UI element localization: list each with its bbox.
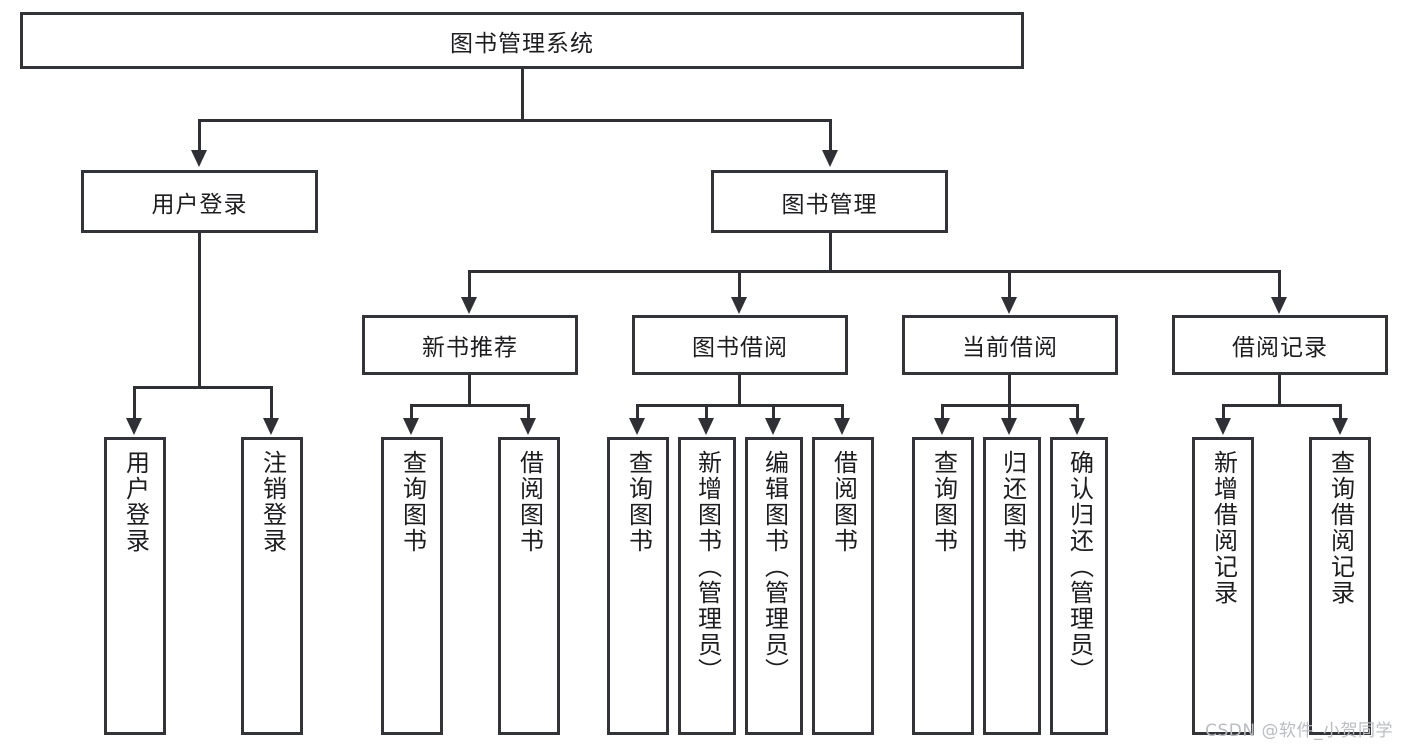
node-label: 新书推荐 xyxy=(422,335,518,361)
node-label: 借阅记录 xyxy=(1232,335,1328,361)
leaf-recommend-query-book[interactable]: 查询图书 xyxy=(381,437,443,735)
node-current-borrow[interactable]: 当前借阅 xyxy=(902,315,1118,375)
node-root-system[interactable]: 图书管理系统 xyxy=(20,12,1024,69)
arrow-recommend-to-leaf2 xyxy=(520,418,536,435)
connector-login-bus xyxy=(133,386,273,389)
arrow-borrow-to-leaf3 xyxy=(765,418,781,435)
leaf-label: 查询图书 xyxy=(929,450,958,554)
leaf-label: 用户登录 xyxy=(121,450,150,554)
connector-recommend-stem xyxy=(468,375,471,404)
node-label: 图书借阅 xyxy=(692,335,788,361)
connector-current-to-leaf2 xyxy=(1008,404,1011,420)
connector-login-to-leaf1 xyxy=(133,386,136,420)
connector-current-to-leaf1 xyxy=(941,404,944,420)
leaf-borrow-add-book-admin[interactable]: 新增图书（管理员） xyxy=(678,437,736,735)
connector-borrow-bus xyxy=(636,404,844,407)
arrow-bookmgmt-to-n4 xyxy=(1271,297,1287,314)
node-new-book-recommend[interactable]: 新书推荐 xyxy=(362,315,578,375)
leaf-current-return-book[interactable]: 归还图书 xyxy=(983,437,1041,735)
connector-bookmgmt-to-n4 xyxy=(1278,270,1281,301)
arrow-bookmgmt-to-n1 xyxy=(461,297,477,314)
leaf-current-query-book[interactable]: 查询图书 xyxy=(912,437,974,735)
connector-root-to-login xyxy=(198,119,201,153)
connector-root-to-bookmgmt xyxy=(829,119,832,153)
arrow-borrow-to-leaf4 xyxy=(834,418,850,435)
node-borrow-record[interactable]: 借阅记录 xyxy=(1172,315,1388,375)
leaf-logout-login[interactable]: 注销登录 xyxy=(241,437,303,735)
connector-recommend-to-leaf2 xyxy=(527,404,530,420)
connector-current-to-leaf3 xyxy=(1076,404,1079,420)
leaf-label: 归还图书 xyxy=(998,450,1027,554)
leaf-label: 编辑图书（管理员） xyxy=(760,450,789,684)
leaf-label: 查询借阅记录 xyxy=(1326,450,1355,606)
leaf-label: 新增借阅记录 xyxy=(1209,450,1238,606)
leaf-recommend-borrow-book[interactable]: 借阅图书 xyxy=(498,437,560,735)
arrow-borrow-to-leaf2 xyxy=(698,418,714,435)
arrow-current-to-leaf3 xyxy=(1069,418,1085,435)
node-book-management[interactable]: 图书管理 xyxy=(711,170,948,233)
leaf-label: 新增图书（管理员） xyxy=(693,450,722,684)
connector-borrow-to-leaf4 xyxy=(841,404,844,420)
connector-borrow-to-leaf1 xyxy=(636,404,639,420)
connector-record-bus xyxy=(1222,404,1342,407)
leaf-record-query-record[interactable]: 查询借阅记录 xyxy=(1309,437,1371,735)
connector-bookmgmt-to-n3 xyxy=(1008,270,1011,301)
connector-bookmgmt-bus xyxy=(468,270,1280,273)
leaf-label: 确认归还（管理员） xyxy=(1065,450,1094,684)
node-book-borrow[interactable]: 图书借阅 xyxy=(632,315,848,375)
arrow-root-to-bookmgmt xyxy=(822,150,838,167)
connector-bookmgmt-to-n2 xyxy=(738,270,741,301)
connector-bookmgmt-to-n1 xyxy=(468,270,471,301)
leaf-record-add-record[interactable]: 新增借阅记录 xyxy=(1192,437,1254,735)
connector-login-stem xyxy=(198,233,201,386)
node-label: 当前借阅 xyxy=(962,335,1058,361)
leaf-borrow-query-book[interactable]: 查询图书 xyxy=(607,437,669,735)
connector-root-bus xyxy=(198,119,832,122)
node-label: 图书管理 xyxy=(781,191,878,218)
connector-root-stem xyxy=(521,69,524,119)
node-label: 图书管理系统 xyxy=(450,30,594,57)
connector-bookmgmt-stem xyxy=(829,233,832,270)
connector-recommend-to-leaf1 xyxy=(410,404,413,420)
arrow-login-to-leaf1 xyxy=(126,418,142,435)
leaf-current-confirm-return-admin[interactable]: 确认归还（管理员） xyxy=(1050,437,1108,735)
leaf-label: 查询图书 xyxy=(624,450,653,554)
connector-record-to-leaf1 xyxy=(1222,404,1225,420)
connector-borrow-stem xyxy=(738,375,741,404)
connector-borrow-to-leaf2 xyxy=(705,404,708,420)
leaf-borrow-borrow-book[interactable]: 借阅图书 xyxy=(812,437,874,735)
node-user-login[interactable]: 用户登录 xyxy=(81,170,318,233)
connector-borrow-to-leaf3 xyxy=(772,404,775,420)
arrow-current-to-leaf1 xyxy=(934,418,950,435)
arrow-current-to-leaf2 xyxy=(1001,418,1017,435)
leaf-borrow-edit-book-admin[interactable]: 编辑图书（管理员） xyxy=(745,437,803,735)
connector-current-stem xyxy=(1008,375,1011,404)
leaf-label: 借阅图书 xyxy=(829,450,858,554)
arrow-record-to-leaf1 xyxy=(1215,418,1231,435)
connector-record-to-leaf2 xyxy=(1339,404,1342,420)
connector-login-to-leaf2 xyxy=(270,386,273,420)
arrow-login-to-leaf2 xyxy=(263,418,279,435)
connector-record-stem xyxy=(1278,375,1281,404)
arrow-bookmgmt-to-n2 xyxy=(731,297,747,314)
leaf-label: 查询图书 xyxy=(398,450,427,554)
leaf-label: 借阅图书 xyxy=(515,450,544,554)
arrow-recommend-to-leaf1 xyxy=(403,418,419,435)
arrow-bookmgmt-to-n3 xyxy=(1001,297,1017,314)
leaf-label: 注销登录 xyxy=(258,450,287,554)
arrow-root-to-login xyxy=(191,150,207,167)
node-label: 用户登录 xyxy=(151,191,248,218)
arrow-record-to-leaf2 xyxy=(1332,418,1348,435)
connector-recommend-bus xyxy=(410,404,530,407)
arrow-borrow-to-leaf1 xyxy=(629,418,645,435)
leaf-user-login[interactable]: 用户登录 xyxy=(104,437,166,735)
